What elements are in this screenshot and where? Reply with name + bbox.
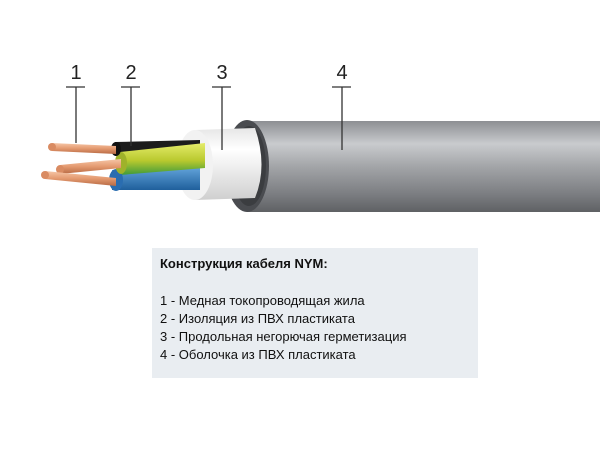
legend-item-3: 3 - Продольная негорючая герметизация (160, 329, 407, 344)
legend-item-4: 4 - Оболочка из ПВХ пластиката (160, 347, 356, 362)
legend-box: Конструкция кабеля NYM: 1 - Медная токоп… (152, 248, 478, 378)
cable-diagram: 1 2 3 4 (41, 62, 600, 212)
callout-3: 3 (216, 62, 227, 84)
legend-title: Конструкция кабеля NYM: (160, 256, 328, 271)
outer-sheath (225, 120, 600, 212)
copper-conductors (41, 143, 121, 186)
core-insulation (109, 140, 205, 191)
callout-4: 4 (336, 62, 347, 84)
callout-2: 2 (125, 62, 136, 84)
legend-item-2: 2 - Изоляция из ПВХ пластиката (160, 311, 355, 326)
callout-1: 1 (70, 62, 81, 84)
leader-lines (66, 86, 351, 150)
legend-item-1: 1 - Медная токопроводящая жила (160, 293, 365, 308)
